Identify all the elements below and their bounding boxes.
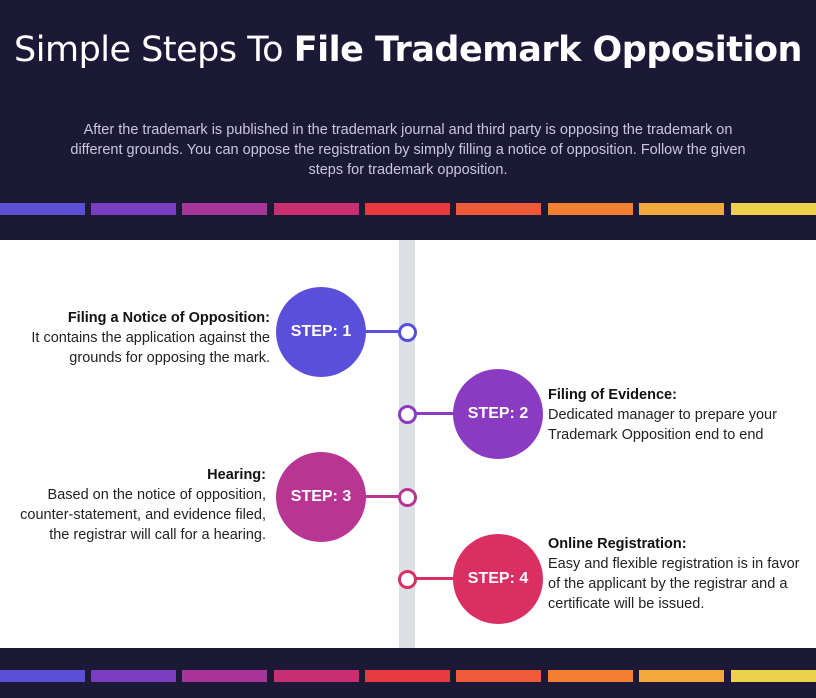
stripe-segment [0, 203, 85, 215]
step-2-connector [413, 412, 463, 415]
page-title: Simple Steps To File Trademark Oppositio… [0, 30, 816, 70]
step-4-text: Online Registration: Easy and flexible r… [548, 534, 810, 614]
color-stripe-bottom [0, 670, 816, 682]
stripe-segment [182, 203, 267, 215]
step-4-heading: Online Registration: [548, 536, 687, 552]
stripe-segment [365, 203, 450, 215]
stripe-segment [0, 670, 85, 682]
step-1-text: Filing a Notice of Opposition: It contai… [0, 308, 270, 368]
stripe-segment [548, 670, 633, 682]
stripe-segment [274, 670, 359, 682]
step-3-heading: Hearing: [207, 467, 266, 483]
step-4-circle: STEP: 4 [453, 534, 543, 624]
step-4-label: STEP: 4 [467, 570, 529, 587]
timeline-spine [399, 240, 415, 648]
stripe-segment [456, 203, 541, 215]
step-1-node [398, 323, 417, 342]
stripe-segment [365, 670, 450, 682]
step-3-node [398, 488, 417, 507]
step-3-description: Based on the notice of opposition, count… [20, 487, 266, 543]
stripe-segment [182, 670, 267, 682]
step-4-node [398, 570, 417, 589]
step-2-text: Filing of Evidence: Dedicated manager to… [548, 385, 810, 445]
stripe-segment [274, 203, 359, 215]
intro-text: After the trademark is published in the … [70, 122, 746, 178]
stripe-segment [731, 203, 816, 215]
step-1-connector [355, 330, 400, 333]
color-stripe-top [0, 203, 816, 215]
stripe-segment [731, 670, 816, 682]
step-2-description: Dedicated manager to prepare your Tradem… [548, 407, 777, 443]
stripe-segment [456, 670, 541, 682]
step-1-label: STEP: 1 [290, 323, 352, 340]
step-3-connector [355, 495, 400, 498]
step-3-text: Hearing: Based on the notice of oppositi… [0, 465, 266, 545]
stripe-segment [639, 670, 724, 682]
step-2-heading: Filing of Evidence: [548, 387, 677, 403]
step-1-heading: Filing a Notice of Opposition: [67, 310, 270, 326]
step-3-label: STEP: 3 [290, 488, 352, 505]
title-bold: File Trademark Opposition [293, 30, 803, 70]
stripe-segment [548, 203, 633, 215]
step-4-description: Easy and flexible registration is in fav… [548, 556, 800, 612]
stripe-segment [639, 203, 724, 215]
step-1-circle: STEP: 1 [276, 287, 366, 377]
header-panel: Simple Steps To File Trademark Oppositio… [0, 0, 816, 240]
title-regular: Simple Steps To [14, 30, 284, 70]
stripe-segment [91, 670, 176, 682]
step-2-label: STEP: 2 [467, 405, 529, 422]
step-3-circle: STEP: 3 [276, 452, 366, 542]
stripe-segment [91, 203, 176, 215]
step-4-connector [413, 577, 463, 580]
step-2-circle: STEP: 2 [453, 369, 543, 459]
step-2-node [398, 405, 417, 424]
step-1-description: It contains the application against the … [31, 330, 270, 366]
